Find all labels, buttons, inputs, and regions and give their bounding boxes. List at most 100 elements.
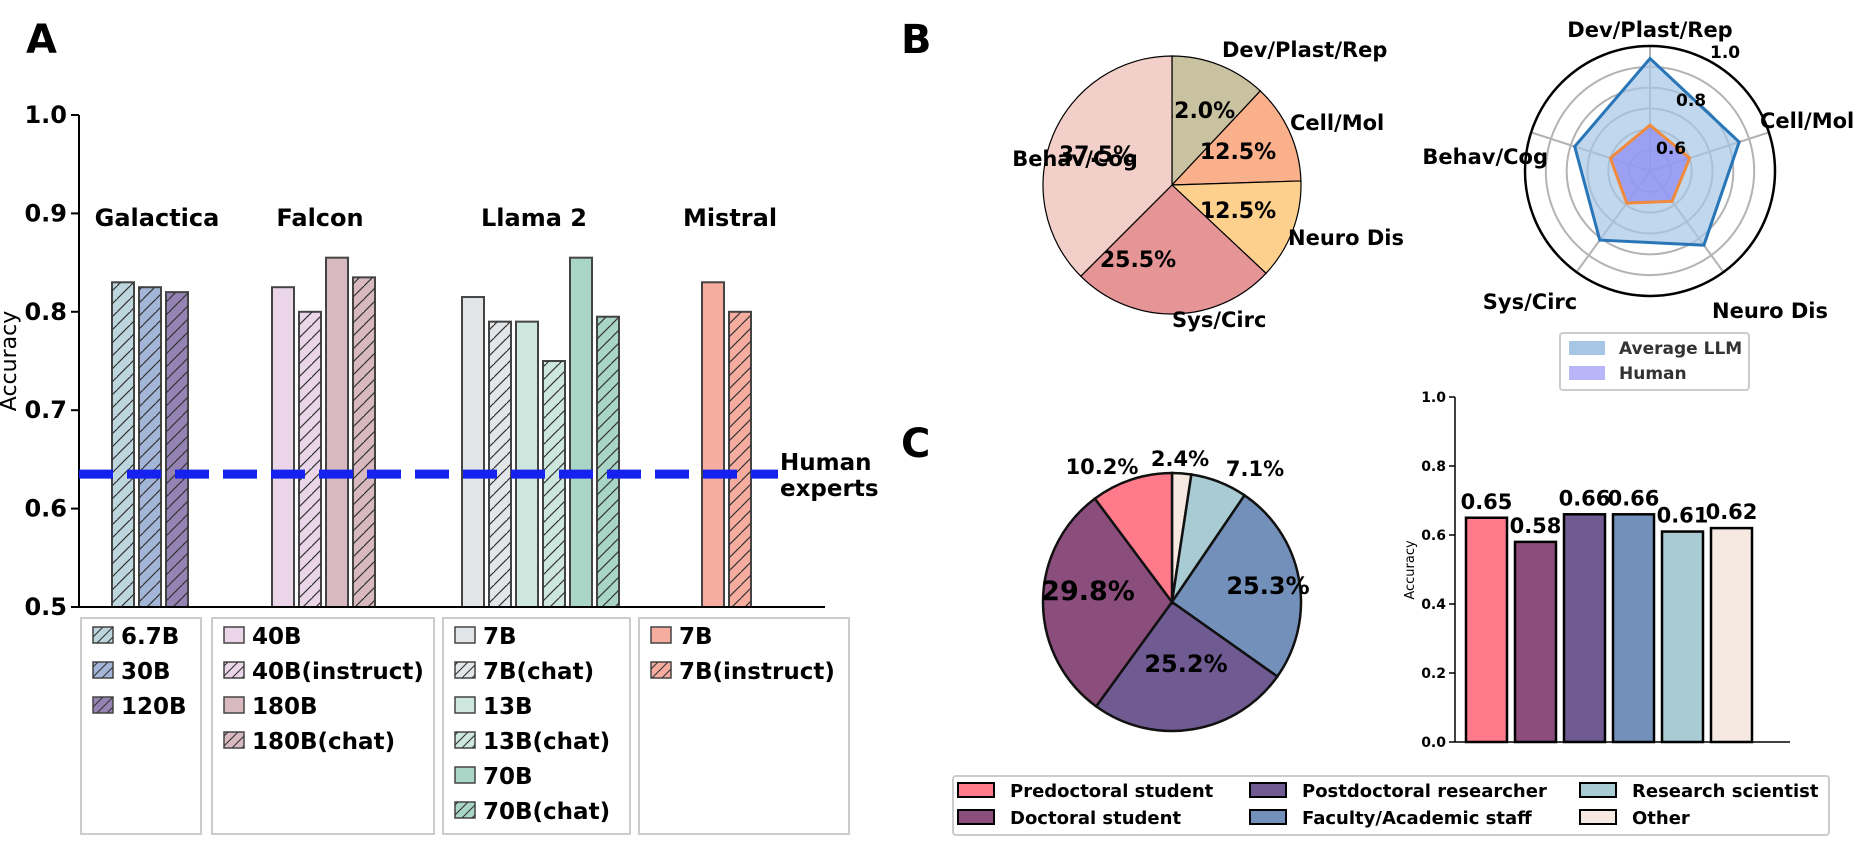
- c-bar-value-label-research-scientist: 0.61: [1657, 504, 1709, 528]
- panel-c-bars: 0.650.580.660.660.610.62: [1461, 486, 1758, 744]
- c-legend-label-other: Other: [1632, 808, 1690, 829]
- legend-label-falcon-40b: 40B: [252, 624, 302, 650]
- pie-slice-dev-plast-rep: [1171, 55, 1262, 187]
- legend-label-galactica-30b: 30B: [121, 659, 171, 685]
- legend-label-galactica-120b: 120B: [121, 694, 187, 720]
- pie-pct-label-neuro-dis: 12.5%: [1200, 199, 1276, 224]
- legend-swatch-hatch-llama-2-13b-chat: [455, 732, 475, 748]
- c-bar-value-label-predoctoral-student: 0.65: [1461, 490, 1513, 514]
- pie-name-label-cell-mol: Cell/Mol: [1290, 111, 1384, 135]
- radar-legend-label-average-llm: Average LLM: [1619, 339, 1742, 359]
- y-tick-label: 0.5: [24, 593, 67, 621]
- group-title-galactica: Galactica: [95, 204, 220, 232]
- y-tick-label: 0.7: [24, 396, 67, 424]
- legend-swatch-falcon-40b: [223, 626, 245, 644]
- legend-label-falcon-180b: 180B: [252, 694, 318, 720]
- pie-name-label-neuro-dis: Neuro Dis: [1288, 226, 1404, 250]
- legend-label-mistral-7b: 7B: [679, 624, 713, 650]
- panel-a-y-ticks: 0.5 0.6 0.7 0.8 0.9 1.0: [24, 101, 79, 621]
- legend-swatch-hatch-galactica-30b: [93, 662, 113, 678]
- bar-hatch-mistral-7b-instruct: [729, 311, 751, 607]
- group-title-llama-2: Llama 2: [481, 204, 587, 232]
- legend-swatch-falcon-180b: [223, 696, 245, 714]
- pie-name-label-behav-cog: Behav/Cog: [1012, 147, 1138, 171]
- c-bar-predoctoral-student: [1464, 516, 1509, 744]
- pie-pct-label-cell-mol: 12.5%: [1200, 140, 1276, 165]
- radar-legend-box: [1559, 332, 1750, 391]
- c-bar-other: [1709, 526, 1754, 744]
- bar-hatch-galactica-30b: [139, 287, 161, 607]
- pie-slice-postdoctoral-researcher: [1094, 600, 1280, 733]
- legend-label-llama-2-7b: 7B: [483, 624, 517, 650]
- y-tick-label: 0.9: [24, 199, 67, 227]
- pie-slice-sys-circ: [1079, 184, 1267, 315]
- legend-box-galactica: [80, 617, 202, 835]
- legend-swatch-hatch-falcon-40b-instruct: [224, 662, 244, 678]
- c-legend-label-faculty-academic-staff: Faculty/Academic staff: [1302, 808, 1532, 829]
- bar-hatch-galactica-120b: [166, 292, 188, 607]
- legend-box-mistral: [638, 617, 850, 835]
- legend-label-falcon-40b-instruct: 40B(instruct): [252, 659, 424, 685]
- bar-mistral-7b: [701, 281, 725, 608]
- pie-name-label-sys-circ: Sys/Circ: [1172, 308, 1266, 332]
- human-experts-label-line1: Human: [780, 450, 871, 476]
- legend-box-falcon: [211, 617, 435, 835]
- c-bar-value-label-postdoctoral-researcher: 0.66: [1559, 486, 1611, 510]
- pie-pct-label-behav-cog: 37.5%: [1059, 143, 1135, 168]
- c-bar-doctoral-student: [1513, 540, 1558, 744]
- radar-r-tick-label: 0.6: [1656, 139, 1686, 159]
- legend-label-falcon-180b-chat: 180B(chat): [252, 729, 395, 755]
- bar-llama-2-7b: [461, 296, 485, 608]
- pie-pct-label-sys-circ: 25.5%: [1100, 248, 1176, 273]
- c-bar-value-label-other: 0.62: [1706, 500, 1758, 524]
- panel-c-y-ticks: 0.00.20.40.60.81.0: [1421, 390, 1455, 751]
- c-bar-value-label-doctoral-student: 0.58: [1510, 514, 1562, 538]
- c-bar-postdoctoral-researcher: [1562, 513, 1607, 744]
- radar-series-human: [1608, 123, 1692, 205]
- bar-hatch-falcon-40b-instruct: [299, 311, 321, 607]
- bar-hatch-llama-2-70b-chat: [597, 316, 619, 607]
- legend-swatch-hatch-galactica-6-7b: [93, 627, 113, 643]
- y-tick-label: 1.0: [24, 101, 67, 129]
- legend-swatch-hatch-galactica-120b: [93, 697, 113, 713]
- pie-pct-label-faculty-academic-staff: 25.3%: [1226, 572, 1309, 600]
- c-legend-swatch-doctoral-student: [957, 809, 995, 825]
- legend-label-llama-2-7b-chat: 7B(chat): [483, 659, 594, 685]
- pie-pct-label-postdoctoral-researcher: 25.2%: [1144, 650, 1227, 678]
- legend-label-llama-2-13b: 13B: [483, 694, 533, 720]
- legend-swatch-hatch-mistral-7b-instruct: [651, 662, 671, 678]
- c-bar-research-scientist: [1660, 530, 1705, 744]
- pie-slice-neuro-dis: [1170, 180, 1302, 275]
- pie-pct-label-research-scientist: 7.1%: [1226, 457, 1284, 481]
- radar-r-tick-label: 1.0: [1710, 43, 1740, 63]
- radar-legend-label-human: Human: [1619, 364, 1687, 384]
- group-title-falcon: Falcon: [276, 204, 363, 232]
- c-legend-swatch-other: [1579, 809, 1617, 825]
- legend-label-llama-2-70b-chat: 70B(chat): [483, 799, 610, 825]
- y-tick-label: 0.8: [24, 298, 67, 326]
- radar-axis-label-cell-mol: Cell/Mol: [1760, 109, 1854, 133]
- legend-label-mistral-7b-instruct: 7B(instruct): [679, 659, 835, 685]
- bar-hatch-llama-2-13b-chat: [543, 361, 565, 607]
- panel-label-c: C: [901, 421, 930, 467]
- legend-swatch-llama-2-13b: [454, 696, 476, 714]
- pie-slice-cell-mol: [1170, 90, 1302, 186]
- legend-swatch-llama-2-7b: [454, 626, 476, 644]
- pie-slice-faculty-academic-staff: [1170, 493, 1303, 679]
- legend-label-galactica-6-7b: 6.7B: [121, 624, 179, 650]
- c-legend-label-research-scientist: Research scientist: [1632, 781, 1819, 802]
- bar-llama-2-13b: [515, 320, 539, 608]
- radar-axis-label-sys-circ: Sys/Circ: [1483, 290, 1577, 314]
- bar-hatch-galactica-6-7b: [112, 282, 134, 607]
- panel-c-pie-chart: 2.4%7.1%25.3%25.2%29.8%10.2%: [1041, 447, 1310, 733]
- y-tick-label: 0.6: [24, 495, 67, 523]
- panel-c-bar-chart: 0.650.580.660.660.610.62 0.00.20.40.60.8…: [1403, 390, 1790, 751]
- c-legend-label-doctoral-student: Doctoral student: [1010, 808, 1181, 829]
- legend-swatch-hatch-falcon-180b-chat: [224, 732, 244, 748]
- panel-c-y-label: Accuracy: [1403, 540, 1418, 600]
